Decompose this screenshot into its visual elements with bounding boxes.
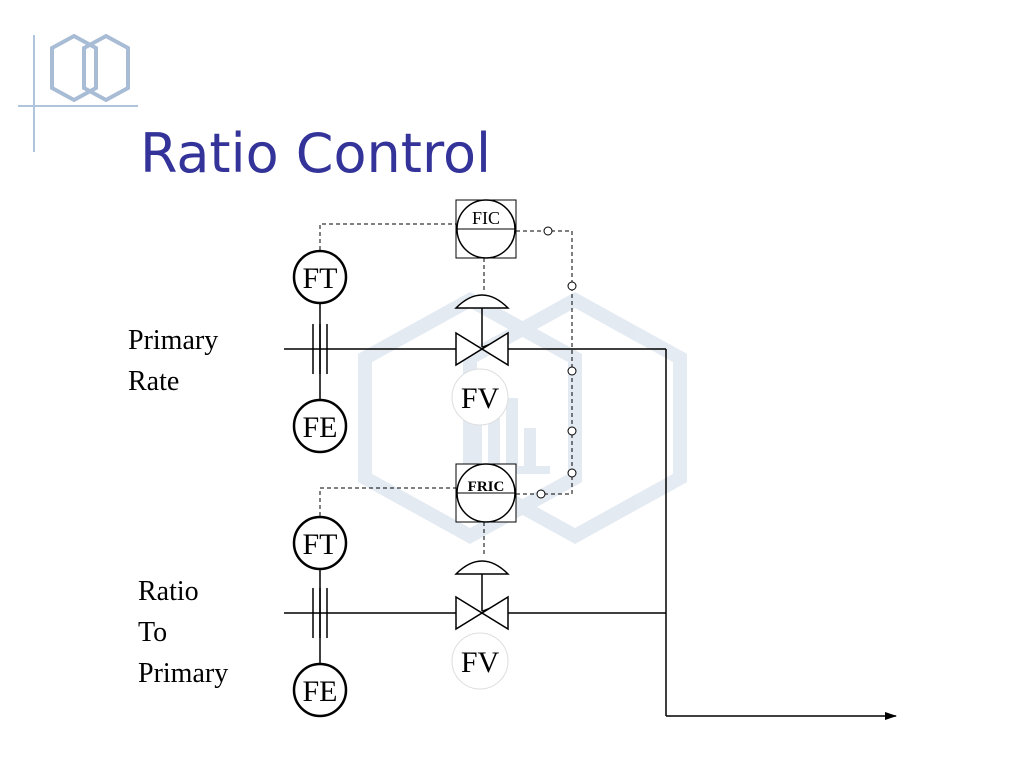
ratio-flow-element-tag: FE xyxy=(302,675,337,708)
ratio-flow-element: FE xyxy=(292,662,348,718)
ratio-controller-tag: FRIC xyxy=(468,479,505,495)
primary-stream-label-line-2: Rate xyxy=(128,366,180,397)
ratio-stream-label-line-3: Primary xyxy=(138,658,229,689)
primary-valve xyxy=(454,294,510,367)
primary-controller: FIC xyxy=(455,199,517,259)
primary-flow-element-tag: FE xyxy=(302,411,337,444)
ratio-stream-label-line-2: To xyxy=(138,617,168,648)
primary-flow-transmitter-tag: FT xyxy=(302,262,337,295)
ratio-valve-tag-circle xyxy=(451,632,509,690)
ratio-stream-label-line-1: Ratio xyxy=(138,576,199,607)
primary-flow-transmitter: FT xyxy=(292,249,348,305)
primary-controller-tag: FIC xyxy=(472,208,500,228)
slide-title: Ratio Control xyxy=(140,122,491,185)
ratio-controller: FRIC xyxy=(455,463,517,523)
ratio-valve xyxy=(454,560,510,631)
primary-flow-element: FE xyxy=(292,398,348,454)
double-hexagon-logo-icon xyxy=(18,33,138,152)
hexagon-plant-watermark-icon xyxy=(358,292,687,544)
primary-stream-label-line-1: Primary xyxy=(128,325,219,356)
primary-stream-label: Primary Rate xyxy=(128,320,218,402)
ratio-flow-transmitter-tag: FT xyxy=(302,528,337,561)
ratio-valve-tag: FV xyxy=(461,646,500,679)
signal-markers xyxy=(536,226,577,499)
ratio-flow-transmitter: FT xyxy=(292,515,348,571)
ratio-stream-label: Ratio To Primary xyxy=(138,571,228,694)
primary-valve-tag-circle xyxy=(451,368,509,426)
primary-valve-tag: FV xyxy=(461,382,500,415)
